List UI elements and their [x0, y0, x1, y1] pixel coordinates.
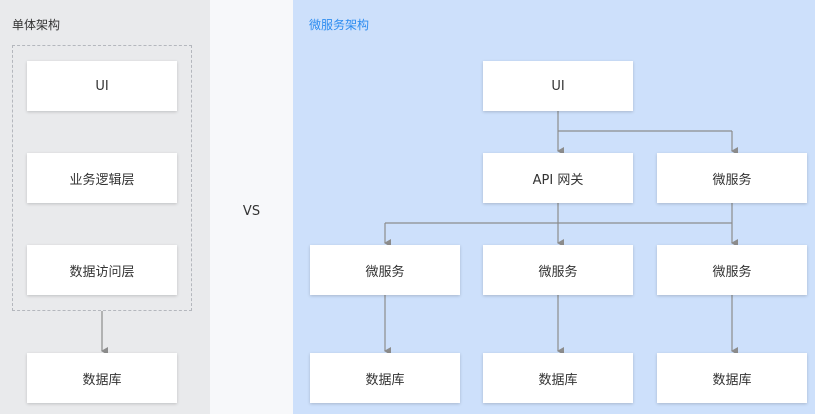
microservices-ui-box: UI [483, 61, 633, 111]
microservice-box-2: 微服务 [483, 245, 633, 295]
monolith-boundary [12, 45, 192, 311]
api-gateway-box: API 网关 [483, 153, 633, 203]
top-microservice-box: 微服务 [657, 153, 807, 203]
database-box-2: 数据库 [483, 353, 633, 403]
microservice-box-1: 微服务 [310, 245, 460, 295]
versus-label: VS [242, 204, 261, 219]
versus-panel [210, 0, 293, 414]
monolith-database-box: 数据库 [27, 353, 177, 403]
database-box-1: 数据库 [310, 353, 460, 403]
database-box-3: 数据库 [657, 353, 807, 403]
data-access-layer-box: 数据访问层 [27, 245, 177, 295]
monolith-title: 单体架构 [12, 18, 61, 32]
microservice-box-3: 微服务 [657, 245, 807, 295]
monolith-ui-box: UI [27, 61, 177, 111]
business-logic-layer-box: 业务逻辑层 [27, 153, 177, 203]
microservices-title: 微服务架构 [309, 18, 370, 32]
